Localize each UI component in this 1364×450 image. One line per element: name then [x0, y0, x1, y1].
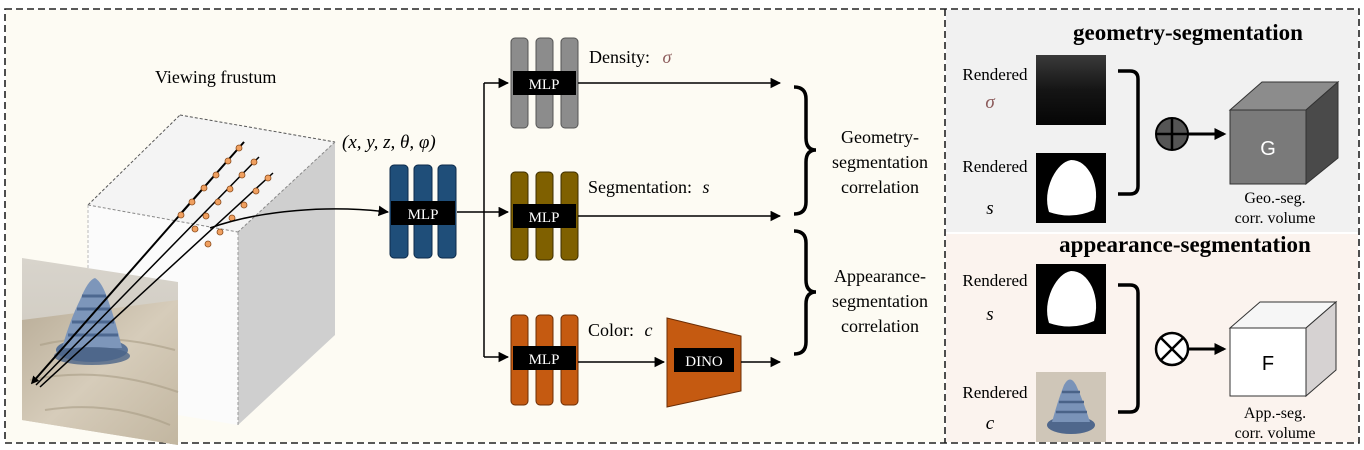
svg-text:segmentation: segmentation [832, 291, 928, 311]
app-rendered-seg-symbol: s [986, 304, 993, 325]
svg-text:segmentation: segmentation [832, 152, 928, 172]
app-volume-caption-2: corr. volume [1235, 425, 1316, 442]
svg-text:correlation: correlation [841, 177, 919, 197]
main-mlp-label: MLP [408, 207, 439, 223]
geometry-volume-letter: G [1260, 138, 1276, 160]
rendered-color-image [1036, 372, 1106, 442]
geo-merge-bracket [1118, 69, 1140, 196]
geometry-correlation-label: Geometry- segmentation correlation [832, 127, 928, 197]
geometry-brace [793, 85, 817, 216]
app-volume-caption-1: App.-seg. [1244, 405, 1306, 422]
geo-rendered-seg-symbol: s [986, 198, 993, 219]
app-merge-bracket [1118, 283, 1140, 414]
input-coordinates: (x, y, z, θ, φ) [342, 132, 436, 153]
appearance-panel-title: appearance-segmentation [1059, 232, 1311, 257]
color-mlp-label: MLP [529, 352, 560, 368]
svg-text:Appearance-: Appearance- [834, 266, 926, 286]
geometry-volume-cube: G [1228, 80, 1340, 186]
rendered-segmentation-image [1036, 153, 1106, 223]
density-output-label: Density: σ [589, 47, 673, 67]
density-mlp-label: MLP [529, 77, 560, 93]
dino-label: DINO [685, 354, 723, 370]
segmentation-mlp-label: MLP [529, 210, 560, 226]
ray-sample-points [177, 144, 272, 248]
dino-encoder: DINO [666, 317, 742, 408]
appearance-volume-cube: F [1228, 300, 1338, 398]
color-output-label: Color: c [588, 320, 653, 340]
rendered-density-image [1036, 55, 1106, 125]
geometry-panel-title: geometry-segmentation [1073, 20, 1303, 45]
frustum-label: Viewing frustum [155, 67, 276, 87]
input-photo [22, 258, 179, 445]
appearance-correlation-label: Appearance- segmentation correlation [832, 266, 928, 336]
geo-rendered-sigma-symbol: σ [985, 92, 995, 113]
correlation-operator-icon [1154, 331, 1190, 367]
geo-rendered-seg-word: Rendered [962, 157, 1028, 176]
app-rendered-seg-word: Rendered [962, 271, 1028, 290]
geo-volume-caption-1: Geo.-seg. [1244, 190, 1305, 207]
main-mlp-block: MLP [389, 164, 457, 259]
appearance-volume-letter: F [1262, 353, 1274, 375]
svg-text:correlation: correlation [841, 316, 919, 336]
segmentation-mlp-block: MLP [510, 171, 579, 261]
color-mlp-block: MLP [510, 314, 579, 406]
concat-operator-icon [1155, 117, 1189, 151]
rendered-segmentation-image-2 [1036, 264, 1106, 334]
app-rendered-color-word: Rendered [962, 383, 1028, 402]
density-mlp-block: MLP [510, 37, 579, 129]
svg-text:Geometry-: Geometry- [841, 127, 919, 147]
geo-volume-caption-2: corr. volume [1235, 210, 1316, 227]
sample-to-mlp-arrow [209, 205, 390, 229]
appearance-brace [793, 229, 817, 356]
branch-lines [457, 77, 510, 363]
outer-dashed-border [4, 8, 1360, 444]
segmentation-output-label: Segmentation: s [588, 177, 710, 197]
app-rendered-color-symbol: c [986, 413, 995, 434]
geo-rendered-sigma-word: Rendered [962, 65, 1028, 84]
